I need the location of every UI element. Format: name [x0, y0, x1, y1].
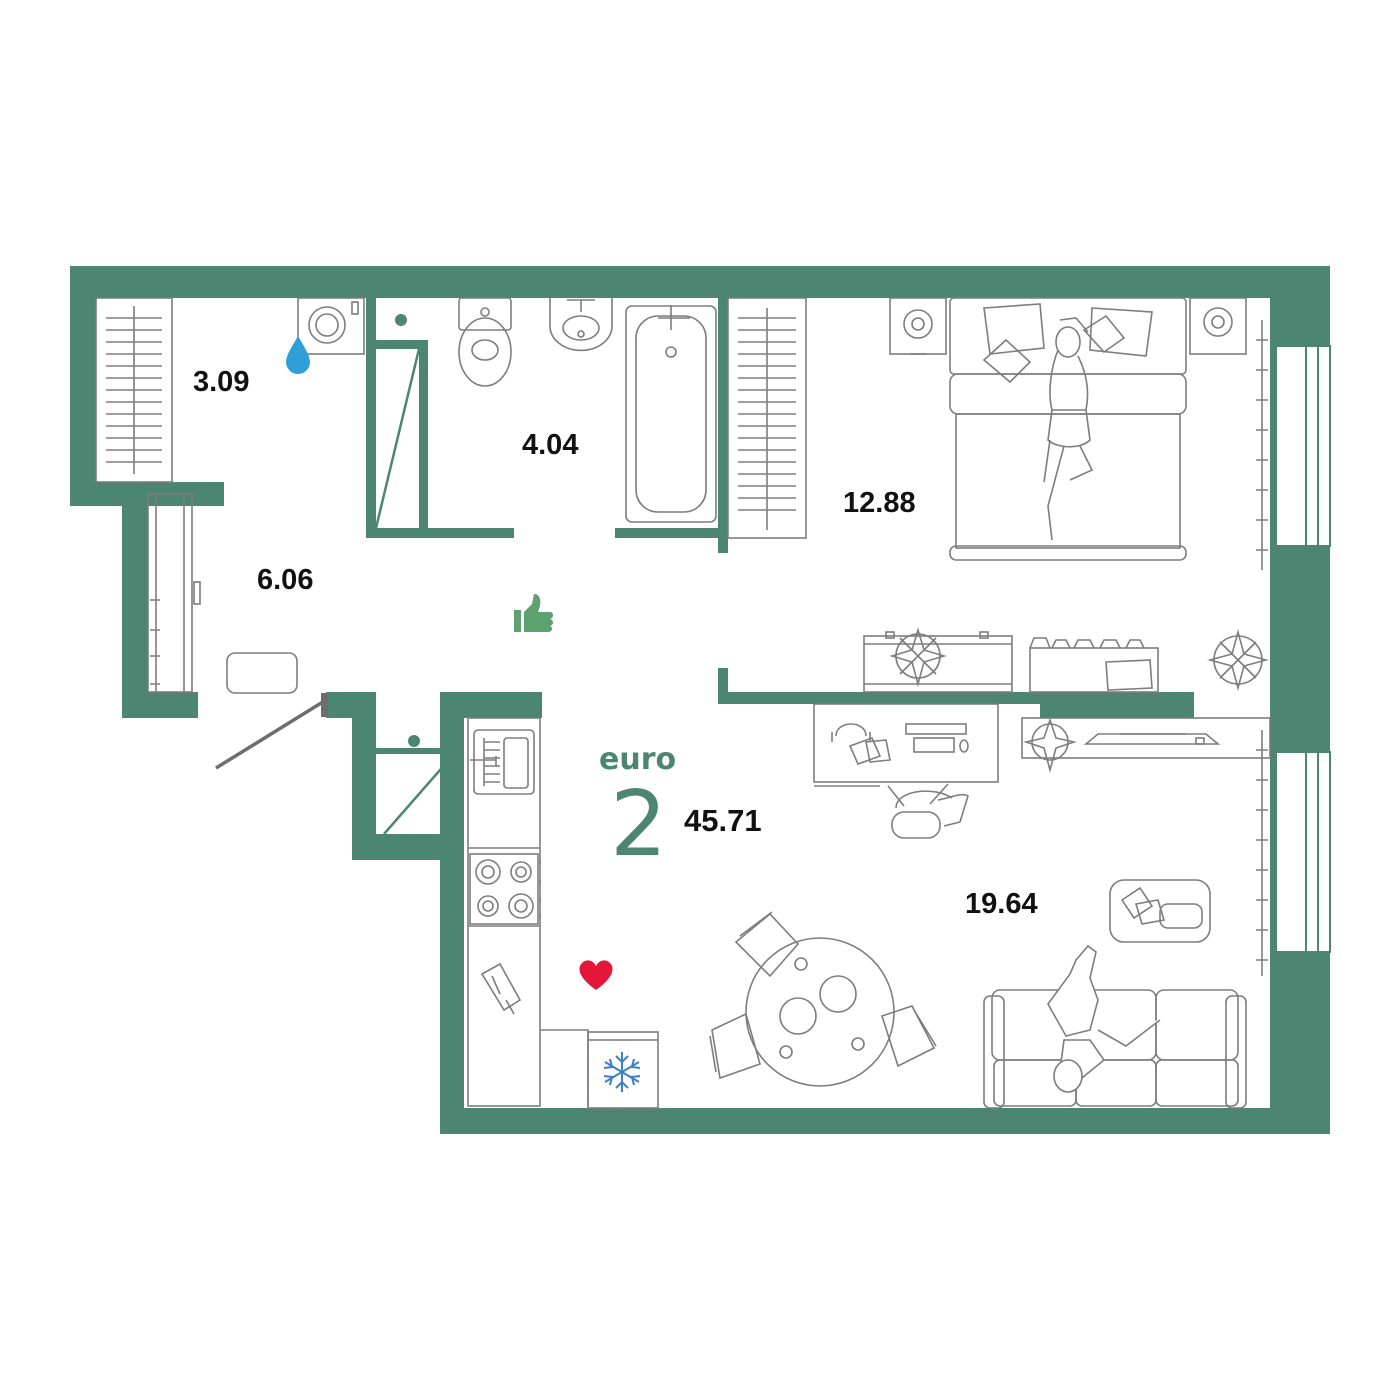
cutting-board: [480, 962, 522, 1015]
closet-niche: [383, 735, 455, 835]
walls: [70, 266, 1331, 1134]
towel-radiator-laundry: [95, 297, 173, 483]
coffee-table: [1109, 879, 1211, 943]
plant-bedroom-corner: [1206, 628, 1270, 692]
radiator-living: [1256, 730, 1268, 976]
cooktop: [469, 853, 541, 925]
wardrobe-hallway: [147, 493, 201, 693]
dining-chairs: [709, 911, 937, 1080]
bed: [949, 297, 1187, 561]
room-area-hallway: 6.06: [257, 564, 313, 596]
apartment-type-label: euro: [599, 742, 676, 777]
tv-cabinet-living: [1021, 717, 1271, 759]
dining-table: [745, 937, 895, 1087]
entrance-door: [215, 693, 328, 770]
person-on-sofa: [1047, 944, 1161, 1093]
plant-bedroom: [889, 627, 947, 688]
toilet: [458, 297, 512, 387]
nightstand-left: [889, 297, 947, 355]
person-sleeping: [1043, 317, 1094, 541]
desk: [813, 703, 999, 787]
nightstand-right: [1189, 297, 1247, 355]
water-drop-icon: [286, 336, 310, 374]
room-area-bedroom: 12.88: [843, 487, 916, 519]
bathtub: [625, 305, 717, 523]
shower: [374, 314, 421, 529]
heart-icon: [579, 960, 613, 990]
tv-stand-bedroom: [1029, 637, 1159, 693]
hallway-ottoman: [226, 652, 298, 694]
thumbs-up-icon: [514, 594, 553, 632]
desk-chair: [887, 783, 969, 839]
room-area-living: 19.64: [965, 888, 1038, 920]
plant-living: [1023, 717, 1077, 774]
room-count: 2: [610, 772, 667, 877]
sofa: [983, 989, 1247, 1109]
snowflake-icon: [603, 1052, 641, 1092]
room-area-laundry: 3.09: [193, 366, 249, 398]
total-area: 45.71: [684, 803, 762, 838]
fridge: [587, 1031, 659, 1109]
room-area-bathroom: 4.04: [522, 429, 578, 461]
kitchen-sink: [470, 729, 535, 795]
washing-machine: [297, 297, 365, 355]
sink: [549, 298, 613, 352]
radiator-bedroom: [1256, 320, 1268, 570]
towel-radiator-bath: [727, 297, 807, 539]
dresser-bedroom: [863, 631, 1013, 693]
kitchen-counter: [467, 717, 589, 1107]
